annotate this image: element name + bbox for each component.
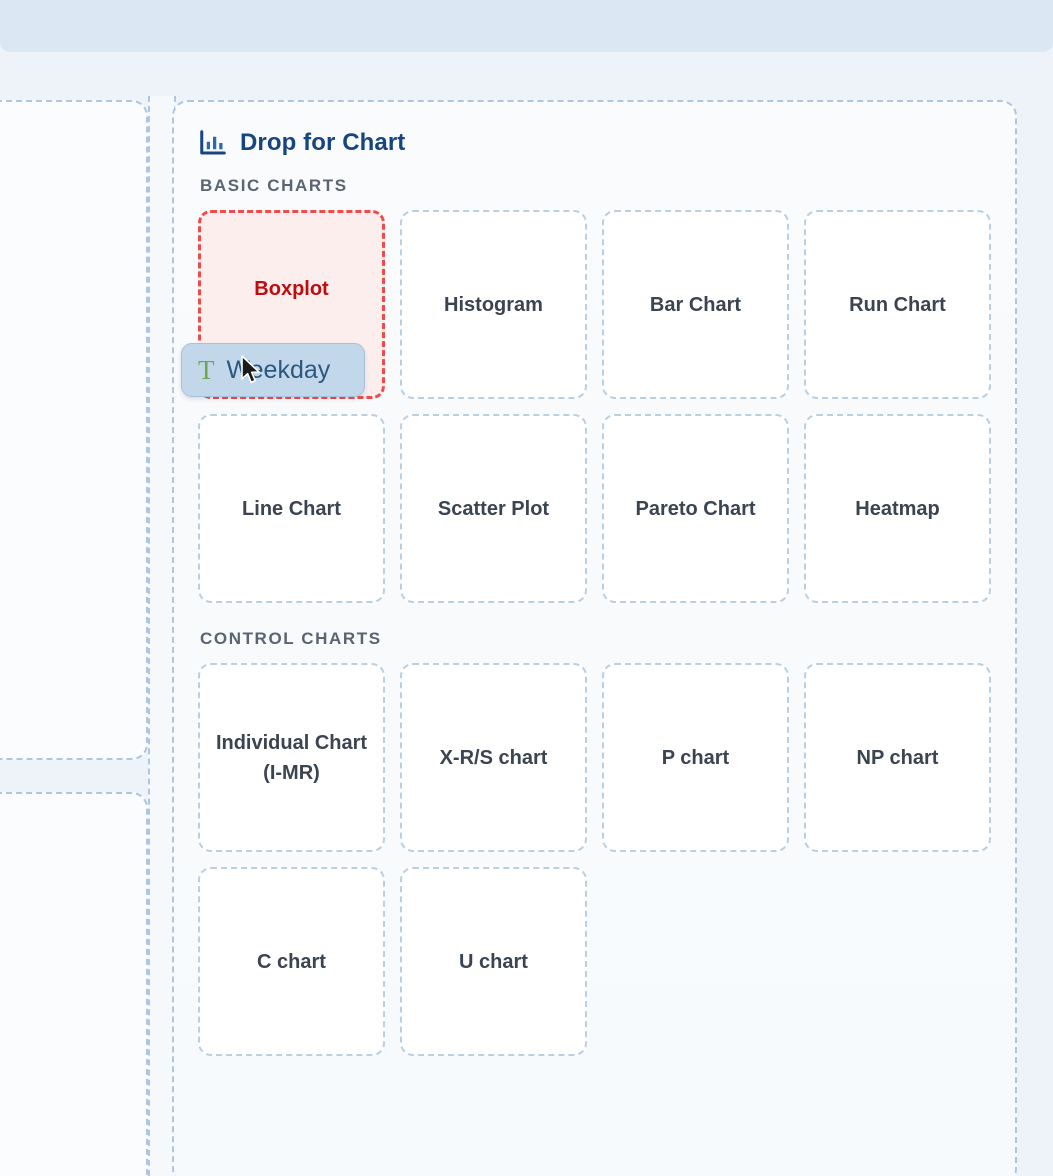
chart-card-label: X-R/S chart bbox=[439, 746, 548, 769]
drag-preview-field-chip[interactable]: T Weekday bbox=[181, 343, 365, 397]
chart-card-bar-chart[interactable]: Bar Chart bbox=[602, 210, 789, 399]
chart-card-pareto-chart[interactable]: Pareto Chart bbox=[602, 414, 789, 603]
bar-chart-icon bbox=[200, 130, 226, 155]
chart-card-label: C chart bbox=[257, 950, 326, 973]
chart-card-c-chart[interactable]: C chart bbox=[198, 867, 385, 1056]
section-label-basic-charts: BASIC CHARTS bbox=[200, 176, 348, 195]
basic-charts-grid: Boxplot Histogram Bar Chart Run Chart Li… bbox=[198, 210, 991, 603]
page-title: Drop for Chart bbox=[240, 129, 406, 156]
left-dropzone-panel-upper[interactable] bbox=[0, 100, 148, 760]
chart-card-p-chart[interactable]: P chart bbox=[602, 663, 789, 852]
chart-card-label: Individual Chart (I-MR) bbox=[215, 731, 368, 784]
chart-card-label: U chart bbox=[459, 950, 528, 973]
chart-card-label: Heatmap bbox=[855, 497, 940, 520]
chart-card-label: Bar Chart bbox=[649, 293, 742, 316]
chart-card-label: Histogram bbox=[444, 293, 543, 316]
chart-card-label: NP chart bbox=[856, 746, 939, 769]
chart-card-label: P chart bbox=[661, 746, 730, 769]
chart-card-run-chart[interactable]: Run Chart bbox=[804, 210, 991, 399]
drag-field-label: Weekday bbox=[226, 355, 331, 384]
top-header-strip bbox=[0, 0, 1053, 52]
chart-card-label: Boxplot bbox=[254, 277, 329, 300]
chart-card-x-r-s-chart[interactable]: X-R/S chart bbox=[400, 663, 587, 852]
chart-drop-panel[interactable]: Drop for Chart BASIC CHARTS Boxplot Hist… bbox=[172, 100, 1017, 1176]
left-dropzone-panel-lower[interactable] bbox=[0, 792, 148, 1176]
text-field-type-icon: T bbox=[198, 354, 215, 385]
chart-card-label: Line Chart bbox=[242, 497, 341, 520]
chart-card-np-chart[interactable]: NP chart bbox=[804, 663, 991, 852]
chart-card-label: Run Chart bbox=[849, 293, 946, 316]
chart-card-label: Scatter Plot bbox=[437, 497, 550, 520]
control-charts-grid: Individual Chart (I-MR) X-R/S chart P ch… bbox=[198, 663, 991, 1056]
section-label-control-charts: CONTROL CHARTS bbox=[200, 629, 382, 648]
chart-card-label: Pareto Chart bbox=[635, 497, 756, 520]
chart-card-scatter-plot[interactable]: Scatter Plot bbox=[400, 414, 587, 603]
chart-card-line-chart[interactable]: Line Chart bbox=[198, 414, 385, 603]
panel-header: Drop for Chart bbox=[198, 128, 991, 158]
chart-card-individual-chart-imr[interactable]: Individual Chart (I-MR) bbox=[198, 663, 385, 852]
chart-card-histogram[interactable]: Histogram bbox=[400, 210, 587, 399]
chart-card-u-chart[interactable]: U chart bbox=[400, 867, 587, 1056]
chart-card-heatmap[interactable]: Heatmap bbox=[804, 414, 991, 603]
